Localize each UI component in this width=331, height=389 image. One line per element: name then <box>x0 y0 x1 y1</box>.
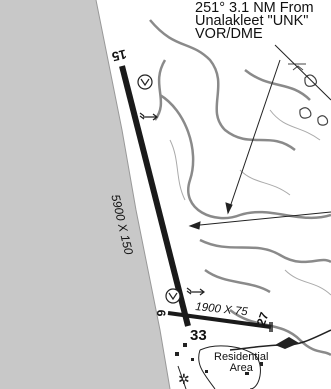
runway-end-33-label: 33 <box>190 327 207 344</box>
residential-text: Residential <box>214 351 269 363</box>
station-text: Unalakleet "UNK" <box>195 13 309 29</box>
runway-15-33 <box>119 65 191 327</box>
runway-end-27-marker <box>269 322 273 332</box>
sea-area <box>0 0 170 389</box>
station-type-text: VOR/DME <box>195 26 263 42</box>
coastline <box>95 0 171 389</box>
aircraft-symbol <box>275 337 299 349</box>
road-south <box>177 365 187 389</box>
runway-end-15-label: 15 <box>110 46 128 65</box>
leader-lines <box>188 44 331 230</box>
streams <box>149 19 331 357</box>
streams-thin <box>169 109 331 296</box>
windsock-v-north <box>140 78 150 87</box>
windsock-circle-north <box>137 74 153 90</box>
runway-9-27 <box>167 311 272 329</box>
residential-boundary <box>198 345 261 389</box>
bearing-text: 251° 3.1 NM From <box>195 0 314 16</box>
windsock-circle-south <box>165 288 181 304</box>
location-callout: 251° 3.1 NM From Unalakleet "UNK" VOR/DM… <box>195 0 314 42</box>
residential-area-label: Residential Area <box>214 352 268 374</box>
marsh-symbol <box>288 63 306 71</box>
traffic-arrows <box>139 112 205 296</box>
area-text: Area <box>229 362 253 374</box>
runway-end-9-label: 9 <box>154 309 169 317</box>
beacon-icon: ✲ <box>178 372 190 388</box>
residential-buildings <box>175 343 263 375</box>
taxi-road <box>229 329 331 351</box>
windsock-v-south <box>168 292 178 301</box>
